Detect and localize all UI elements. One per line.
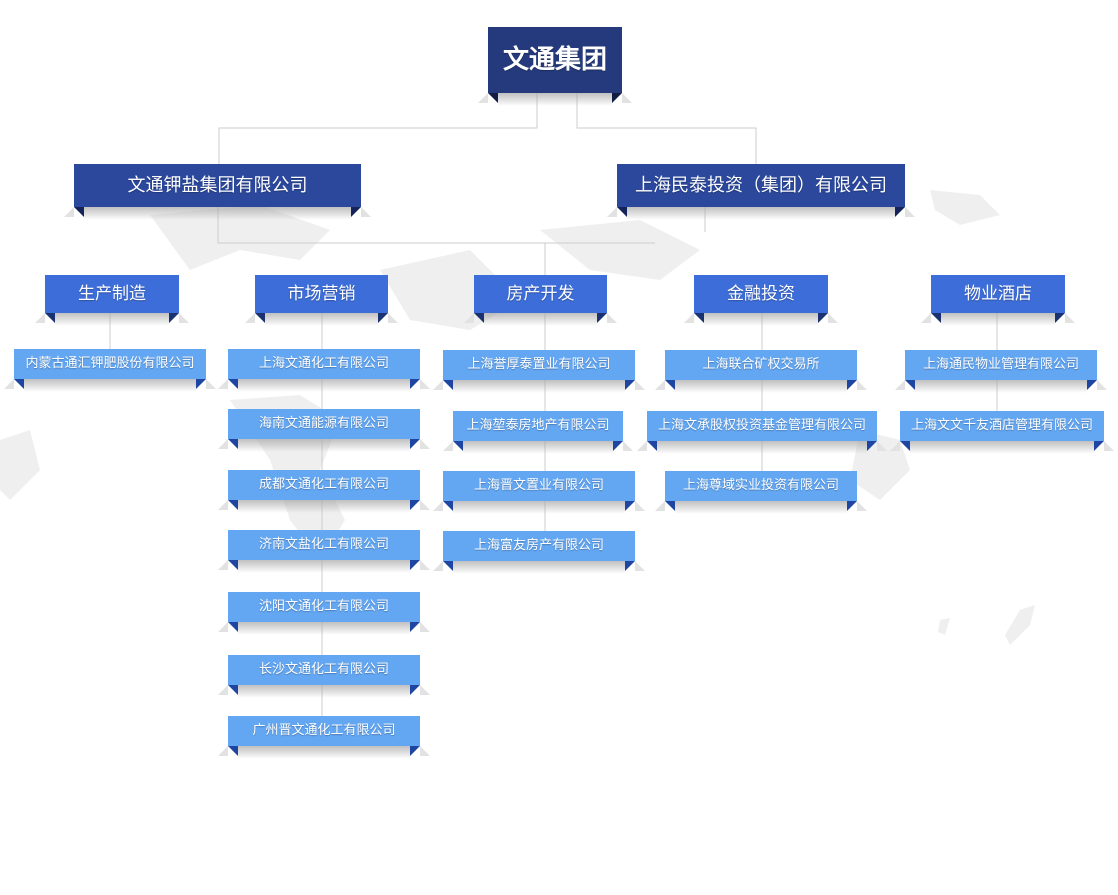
org-node-division[interactable]: 房产开发 <box>464 275 617 326</box>
ribbon-shadow <box>895 380 1107 393</box>
node-label: 文通钾盐集团有限公司 <box>127 175 308 196</box>
ribbon-shadow <box>218 685 430 698</box>
ribbon-shadow <box>921 313 1075 326</box>
ribbon-shadow <box>655 380 867 393</box>
map-landmass <box>1005 605 1035 645</box>
node-label: 上海富友房产有限公司 <box>473 538 604 553</box>
node-label: 房产开发 <box>506 284 575 304</box>
org-node-group[interactable]: 上海民泰投资（集团）有限公司 <box>607 164 915 220</box>
ribbon-shadow <box>443 441 633 454</box>
org-node-company[interactable]: 广州晋文通化工有限公司 <box>218 716 430 759</box>
ribbon-shadow <box>684 313 838 326</box>
ribbon-shadow <box>4 379 216 392</box>
node-label: 广州晋文通化工有限公司 <box>252 723 396 738</box>
map-landmass <box>930 190 1000 225</box>
org-node-company[interactable]: 沈阳文通化工有限公司 <box>218 592 430 635</box>
ribbon-shadow <box>218 622 430 635</box>
org-node-company[interactable]: 上海文文千友酒店管理有限公司 <box>890 411 1114 454</box>
org-node-company[interactable]: 上海联合矿权交易所 <box>655 350 867 393</box>
ribbon-shadow <box>64 207 371 220</box>
node-label: 内蒙古通汇钾肥股份有限公司 <box>25 356 195 371</box>
org-node-company[interactable]: 上海堃泰房地产有限公司 <box>443 411 633 454</box>
ribbon-shadow <box>478 93 632 106</box>
ribbon-shadow <box>245 313 398 326</box>
org-node-division[interactable]: 金融投资 <box>684 275 838 326</box>
ribbon-shadow <box>890 441 1114 454</box>
org-node-company[interactable]: 上海通民物业管理有限公司 <box>895 350 1107 393</box>
node-label: 上海民泰投资（集团）有限公司 <box>635 175 887 196</box>
node-label: 上海文文千友酒店管理有限公司 <box>910 418 1093 433</box>
org-node-division[interactable]: 物业酒店 <box>921 275 1075 326</box>
org-node-company[interactable]: 成都文通化工有限公司 <box>218 470 430 513</box>
ribbon-shadow <box>218 379 430 392</box>
node-label: 上海堃泰房地产有限公司 <box>466 418 610 433</box>
org-node-company[interactable]: 上海文承股权投资基金管理有限公司 <box>637 411 887 454</box>
node-label: 上海尊域实业投资有限公司 <box>682 478 839 493</box>
ribbon-shadow <box>655 501 867 514</box>
node-label: 上海晋文置业有限公司 <box>473 478 604 493</box>
ribbon-shadow <box>218 746 430 759</box>
ribbon-shadow <box>607 207 915 220</box>
org-node-company[interactable]: 济南文盐化工有限公司 <box>218 530 430 573</box>
connector-line <box>576 93 757 164</box>
org-node-company[interactable]: 上海富友房产有限公司 <box>433 531 645 574</box>
node-label: 上海通民物业管理有限公司 <box>922 357 1079 372</box>
org-node-root[interactable]: 文通集团 <box>478 27 632 106</box>
node-label: 海南文通能源有限公司 <box>258 416 389 431</box>
org-node-company[interactable]: 海南文通能源有限公司 <box>218 409 430 452</box>
node-label: 物业酒店 <box>964 284 1032 304</box>
org-node-group[interactable]: 文通钾盐集团有限公司 <box>64 164 371 220</box>
map-landmass <box>150 205 330 270</box>
node-label: 上海誉厚泰置业有限公司 <box>467 357 611 372</box>
node-label: 沈阳文通化工有限公司 <box>258 599 389 614</box>
ribbon-shadow <box>218 560 430 573</box>
org-node-company[interactable]: 上海文通化工有限公司 <box>218 349 430 392</box>
ribbon-shadow <box>218 500 430 513</box>
node-label: 长沙文通化工有限公司 <box>258 662 389 677</box>
ribbon-shadow <box>464 313 617 326</box>
org-node-division[interactable]: 生产制造 <box>35 275 189 326</box>
org-node-company[interactable]: 内蒙古通汇钾肥股份有限公司 <box>4 349 216 392</box>
org-node-company[interactable]: 上海晋文置业有限公司 <box>433 471 645 514</box>
org-node-company[interactable]: 上海尊域实业投资有限公司 <box>655 471 867 514</box>
org-node-division[interactable]: 市场营销 <box>245 275 398 326</box>
node-label: 生产制造 <box>78 284 146 304</box>
connector-line <box>218 93 538 164</box>
node-label: 济南文盐化工有限公司 <box>258 537 389 552</box>
node-label: 成都文通化工有限公司 <box>258 477 389 492</box>
node-label: 文通集团 <box>502 45 607 75</box>
org-node-company[interactable]: 上海誉厚泰置业有限公司 <box>433 350 645 393</box>
ribbon-shadow <box>35 313 189 326</box>
node-label: 市场营销 <box>287 284 356 304</box>
node-label: 金融投资 <box>727 284 795 304</box>
org-node-company[interactable]: 长沙文通化工有限公司 <box>218 655 430 698</box>
ribbon-shadow <box>637 441 887 454</box>
map-landmass <box>540 220 700 280</box>
ribbon-shadow <box>433 380 645 393</box>
node-label: 上海文承股权投资基金管理有限公司 <box>657 418 866 433</box>
ribbon-shadow <box>218 439 430 452</box>
node-label: 上海文通化工有限公司 <box>258 356 389 371</box>
ribbon-shadow <box>433 561 645 574</box>
map-landmass <box>0 430 40 500</box>
map-landmass <box>938 618 950 635</box>
ribbon-shadow <box>433 501 645 514</box>
node-label: 上海联合矿权交易所 <box>702 357 820 372</box>
